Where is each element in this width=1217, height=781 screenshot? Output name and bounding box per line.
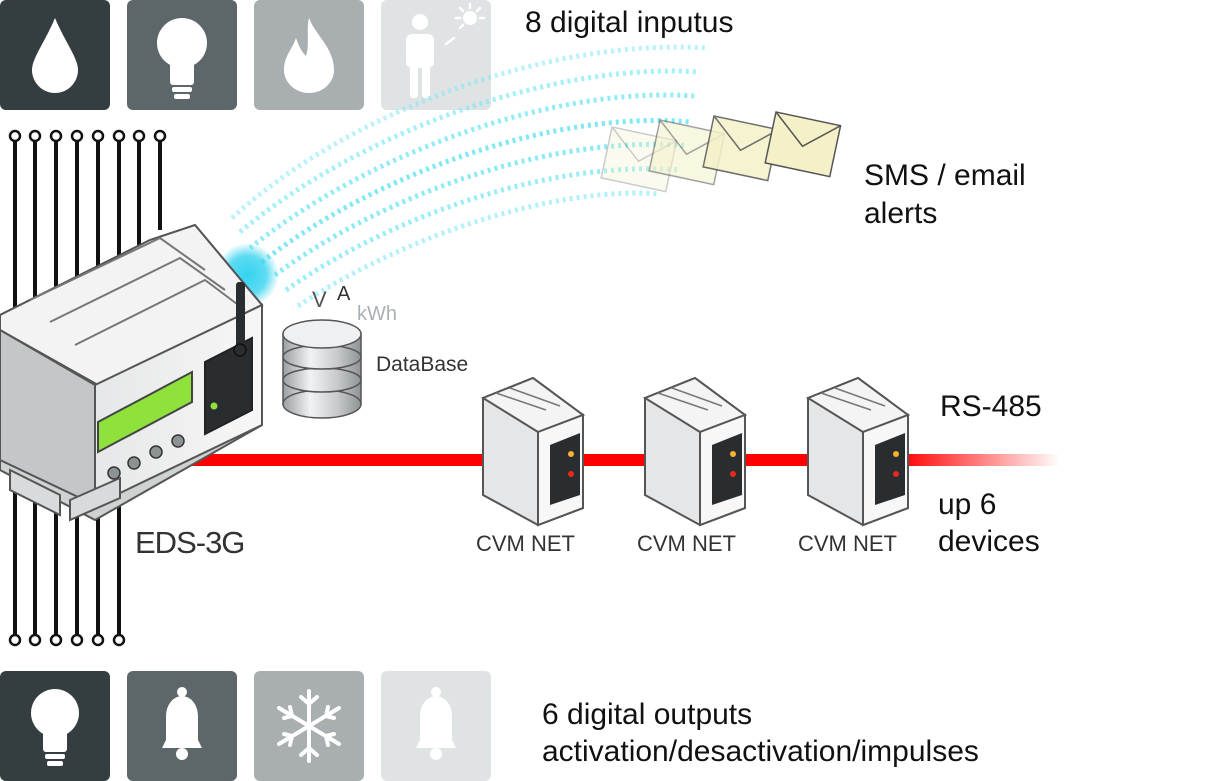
output-icons-row xyxy=(0,671,491,781)
light-bulb-icon-tile xyxy=(0,671,110,781)
inputs-label: 8 digital inputus xyxy=(525,6,734,39)
bus-capacity-line2: devices xyxy=(938,525,1040,558)
light-bulb-icon xyxy=(157,18,207,99)
bus-label: RS-485 xyxy=(940,390,1042,423)
snowflake-icon xyxy=(277,689,341,763)
bell-icon xyxy=(162,687,202,760)
person-sun-icon xyxy=(406,2,486,98)
meter-label: CVM NET xyxy=(798,531,897,556)
wireless-signal xyxy=(230,44,707,309)
water-drop-icon-tile xyxy=(0,0,110,110)
flame-icon xyxy=(284,18,334,93)
meter-label: CVM NET xyxy=(476,531,575,556)
cvm-net-device-3 xyxy=(805,376,911,527)
outputs-label-line1: 6 digital outputs xyxy=(542,698,753,731)
unit-kwh: kWh xyxy=(357,303,397,325)
alerts-label-line1: SMS / email xyxy=(864,159,1026,192)
water-drop-icon xyxy=(32,18,78,93)
cvm-net-device-2 xyxy=(642,376,748,527)
lcd-screen xyxy=(97,370,193,454)
alerts-label-line2: alerts xyxy=(864,197,938,230)
unit-volts: V xyxy=(312,287,327,312)
bus-capacity-line1: up 6 xyxy=(938,488,997,521)
light-bulb-icon-tile xyxy=(127,0,237,110)
snowflake-icon-tile xyxy=(254,671,364,781)
light-bulb-icon xyxy=(31,689,79,766)
meter-label: CVM NET xyxy=(637,531,736,556)
main-device-label: EDS-3G xyxy=(135,525,245,560)
database-label: DataBase xyxy=(376,353,469,376)
rs485-bus xyxy=(170,454,1060,466)
bell-icon-tile xyxy=(127,671,237,781)
bell-icon-tile xyxy=(381,671,491,781)
cvm-net-device-1 xyxy=(480,376,586,527)
eds-3g-device xyxy=(0,223,264,522)
bell-icon xyxy=(416,687,456,760)
input-icons-row xyxy=(0,0,491,110)
database-icon xyxy=(282,319,362,419)
person-sun-icon-tile xyxy=(381,0,491,110)
alert-envelopes xyxy=(600,111,842,193)
unit-amps: A xyxy=(337,283,351,305)
outputs-label-line2: activation/desactivation/impulses xyxy=(542,735,979,768)
flame-icon-tile xyxy=(254,0,364,110)
antenna xyxy=(236,282,245,354)
device-buttons xyxy=(107,434,185,480)
